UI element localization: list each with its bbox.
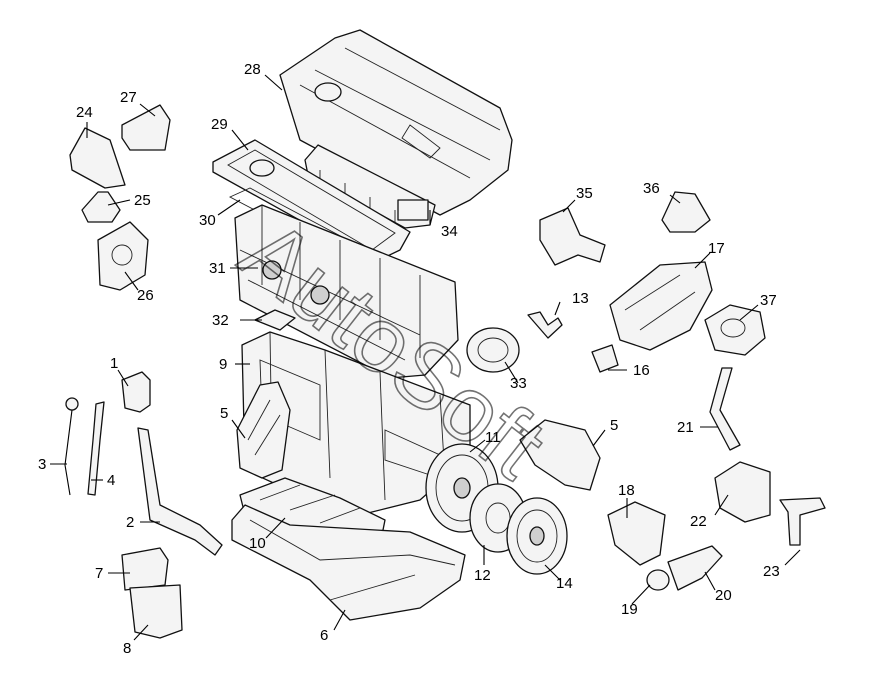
callout-5: 5 — [220, 405, 228, 422]
pressure-plate-part[interactable] — [506, 497, 568, 575]
cam-cover-gasket-part[interactable] — [212, 139, 411, 263]
callout-25: 25 — [134, 192, 151, 209]
link-arm-part[interactable] — [667, 545, 723, 591]
water-outlet-part[interactable] — [539, 207, 606, 266]
callout-17: 17 — [708, 240, 725, 257]
intake-runner-part[interactable] — [236, 381, 291, 479]
sensor-part[interactable] — [121, 371, 151, 413]
engine-mount-part[interactable] — [69, 127, 126, 189]
callout-37: 37 — [760, 292, 777, 309]
callout-16: 16 — [633, 362, 650, 379]
callout-32: 32 — [212, 312, 229, 329]
oil-filter-housing-part[interactable] — [121, 547, 169, 591]
callout-31: 31 — [209, 260, 226, 277]
rubber-mount-part[interactable] — [81, 191, 121, 223]
thermostat-part[interactable] — [661, 191, 711, 233]
thermostat-housing-part[interactable] — [609, 261, 713, 351]
pump-part[interactable] — [704, 304, 766, 356]
callout-29: 29 — [211, 116, 228, 133]
egr-valve-part[interactable] — [714, 461, 771, 523]
callout-36: 36 — [643, 180, 660, 197]
callout-18: 18 — [618, 482, 635, 499]
callout-24: 24 — [76, 104, 93, 121]
callout-numbers: 1 2 3 4 5 5 6 7 8 9 10 11 12 13 14 16 17… — [38, 61, 780, 657]
callout-35: 35 — [576, 185, 593, 202]
callout-9: 9 — [219, 356, 227, 373]
small-gasket-part[interactable] — [254, 309, 296, 331]
fuel-rail-part[interactable] — [304, 144, 436, 229]
leader-lines — [50, 74, 801, 641]
callout-3: 3 — [38, 456, 46, 473]
callout-34: 34 — [441, 223, 458, 240]
callout-22: 22 — [690, 513, 707, 530]
callout-27: 27 — [120, 89, 137, 106]
callout-30: 30 — [199, 212, 216, 229]
callout-5b: 5 — [610, 417, 618, 434]
oil-filter-part[interactable] — [129, 584, 183, 639]
mount-plate-part[interactable] — [607, 501, 666, 566]
temperature-sensor-part[interactable] — [591, 344, 619, 373]
callout-8: 8 — [123, 640, 131, 657]
callout-28: 28 — [244, 61, 261, 78]
coolant-pipe-part[interactable] — [137, 427, 223, 556]
bushing-part[interactable] — [646, 569, 670, 591]
callout-12: 12 — [474, 567, 491, 584]
callout-1: 1 — [110, 355, 118, 372]
dipstick-part[interactable] — [64, 397, 79, 496]
callout-23: 23 — [763, 563, 780, 580]
oil-pan-part[interactable] — [231, 504, 466, 621]
callout-10: 10 — [249, 535, 266, 552]
callout-2: 2 — [126, 514, 134, 531]
callout-19: 19 — [621, 601, 638, 618]
cylinder-head-part[interactable] — [234, 204, 459, 379]
callout-33: 33 — [510, 375, 527, 392]
callout-6: 6 — [320, 627, 328, 644]
callout-20: 20 — [715, 587, 732, 604]
egr-bracket-part[interactable] — [779, 497, 826, 546]
mount-bracket-part[interactable] — [121, 104, 171, 151]
callout-7: 7 — [95, 565, 103, 582]
dipstick-tube-part[interactable] — [87, 401, 105, 496]
throttle-body-part[interactable] — [466, 327, 520, 373]
callout-26: 26 — [137, 287, 154, 304]
callout-11: 11 — [485, 429, 501, 446]
callout-14: 14 — [556, 575, 573, 592]
small-hose-part[interactable] — [527, 311, 563, 339]
callout-13: 13 — [572, 290, 589, 307]
water-pump-part[interactable] — [519, 419, 601, 491]
callout-4: 4 — [107, 472, 115, 489]
callout-21: 21 — [677, 419, 694, 436]
gearbox-mount-part[interactable] — [97, 221, 149, 291]
hose-part[interactable] — [709, 367, 741, 451]
